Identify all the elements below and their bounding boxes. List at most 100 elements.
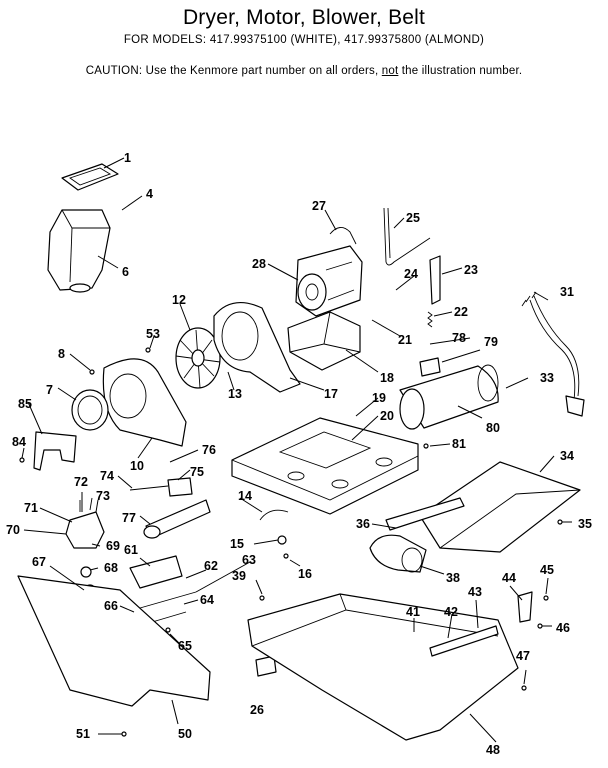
part-85-bracket — [33, 431, 77, 471]
part-64-rod — [139, 591, 197, 609]
callout-43: 43 — [468, 585, 482, 599]
part-42-rail — [429, 625, 499, 657]
part-19-base-plate — [231, 417, 419, 515]
part-38-elbow-duct — [369, 534, 427, 573]
part-12-blower-wheel — [175, 327, 221, 389]
part-70-motor-switch — [65, 497, 105, 549]
callout-18: 18 — [380, 371, 394, 385]
part-31-power-cord — [521, 291, 585, 417]
part-15-fitting — [277, 535, 287, 545]
callout-64: 64 — [200, 593, 214, 607]
callout-46: 46 — [556, 621, 570, 635]
part-14-wire — [259, 509, 289, 521]
part-1-gasket — [61, 163, 119, 191]
part-68-nut — [80, 566, 92, 578]
callout-75: 75 — [190, 465, 204, 479]
callout-14: 14 — [238, 489, 252, 503]
callout-79: 79 — [484, 335, 498, 349]
callout-68: 68 — [104, 561, 118, 575]
callout-17: 17 — [324, 387, 338, 401]
part-77-assembly — [143, 499, 211, 539]
part-7-seal — [71, 389, 109, 431]
callout-53: 53 — [146, 327, 160, 341]
callout-22: 22 — [454, 305, 468, 319]
callout-31: 31 — [560, 285, 574, 299]
part-27-clip — [329, 227, 357, 245]
callout-16: 16 — [298, 567, 312, 581]
caution-note: CAUTION: Use the Kenmore part number on … — [0, 65, 608, 77]
callout-71: 71 — [24, 501, 38, 515]
callout-15: 15 — [230, 537, 244, 551]
part-10-blower-housing-front — [102, 358, 187, 447]
callout-4: 4 — [146, 187, 153, 201]
caution-emphasis: not — [381, 65, 399, 77]
callout-35: 35 — [578, 517, 592, 531]
callout-72: 72 — [74, 475, 88, 489]
callout-23: 23 — [464, 263, 478, 277]
callout-24: 24 — [404, 267, 418, 281]
callout-51: 51 — [76, 727, 90, 741]
leader-lines — [21, 157, 572, 743]
callout-38: 38 — [446, 571, 460, 585]
part-34-side-panel — [419, 461, 581, 553]
part-6-exhaust-duct — [47, 209, 111, 293]
callout-34: 34 — [560, 449, 574, 463]
callout-7: 7 — [46, 383, 53, 397]
callout-21: 21 — [398, 333, 412, 347]
callout-62: 62 — [204, 559, 218, 573]
callout-28: 28 — [252, 257, 266, 271]
callout-20: 20 — [380, 409, 394, 423]
callout-1: 1 — [124, 151, 131, 165]
page-title: Dryer, Motor, Blower, Belt — [182, 6, 426, 29]
callout-80: 80 — [486, 421, 500, 435]
caution-text-end: the illustration number. — [398, 65, 523, 77]
part-48-base-frame — [247, 593, 519, 741]
callout-6: 6 — [122, 265, 129, 279]
part-80-drum — [399, 364, 499, 430]
part-28-motor — [295, 245, 363, 317]
callout-78: 78 — [452, 331, 466, 345]
callout-73: 73 — [96, 489, 110, 503]
callout-19: 19 — [372, 391, 386, 405]
part-74-75-thermostat — [129, 477, 193, 497]
part-25-rod — [383, 207, 431, 266]
callout-27: 27 — [312, 199, 326, 213]
callout-66: 66 — [104, 599, 118, 613]
callout-63: 63 — [242, 553, 256, 567]
part-17-blower-housing — [213, 301, 301, 393]
callout-labels: 1 4 6 27 25 23 28 24 22 31 12 53 21 78 7… — [6, 151, 592, 757]
callout-65: 65 — [178, 639, 192, 653]
part-26-block — [255, 655, 277, 677]
callout-84: 84 — [12, 435, 26, 449]
callout-85: 85 — [18, 397, 32, 411]
callout-77: 77 — [122, 511, 136, 525]
models-subtitle: FOR MODELS: 417.99375100 (WHITE), 417.99… — [123, 34, 485, 46]
caution-text-start: CAUTION: Use the Kenmore part number on … — [85, 65, 382, 77]
callout-76: 76 — [202, 443, 216, 457]
callout-8: 8 — [58, 347, 65, 361]
part-18-motor-mount — [287, 311, 361, 371]
screw-markers — [19, 347, 563, 737]
part-23-bracket — [429, 255, 441, 305]
part-44-bracket — [517, 591, 533, 623]
part-79-bracket — [419, 357, 441, 377]
callout-42: 42 — [444, 605, 458, 619]
callout-45: 45 — [540, 563, 554, 577]
callout-47: 47 — [516, 649, 530, 663]
callout-81: 81 — [452, 437, 466, 451]
callout-69: 69 — [106, 539, 120, 553]
part-22-spring — [427, 311, 433, 328]
part-50-front-panel — [17, 575, 211, 707]
callout-67: 67 — [32, 555, 46, 569]
callout-26: 26 — [250, 703, 264, 717]
callout-74: 74 — [100, 469, 114, 483]
callout-33: 33 — [540, 371, 554, 385]
callout-25: 25 — [406, 211, 420, 225]
callout-10: 10 — [130, 459, 144, 473]
callout-48: 48 — [486, 743, 500, 757]
callout-36: 36 — [356, 517, 370, 531]
callout-50: 50 — [178, 727, 192, 741]
callout-13: 13 — [228, 387, 242, 401]
callout-70: 70 — [6, 523, 20, 537]
